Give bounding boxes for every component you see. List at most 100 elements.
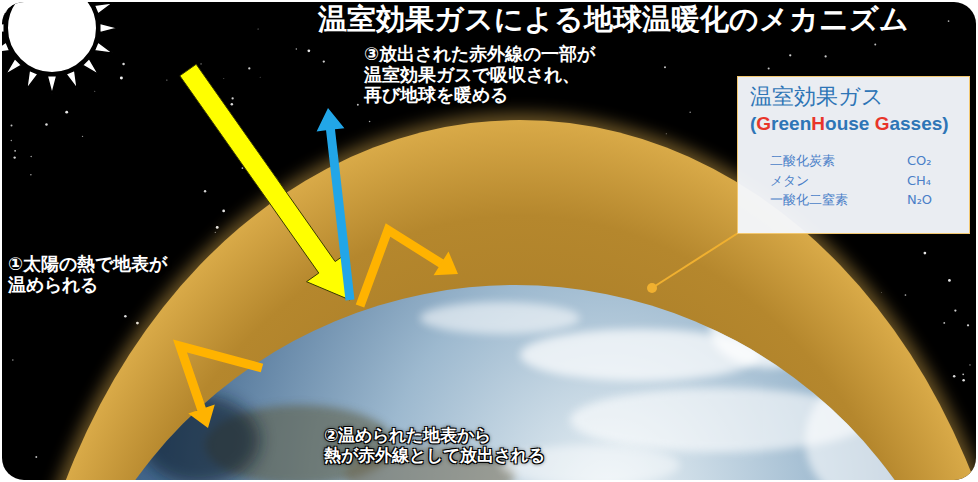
star [248, 67, 250, 69]
star [30, 174, 32, 176]
star [943, 322, 945, 324]
letter: e [789, 113, 800, 134]
letter: r [771, 113, 778, 134]
star [231, 97, 233, 99]
sun-ray [27, 70, 38, 89]
star [768, 67, 770, 69]
star [231, 103, 234, 106]
sun-ray [94, 42, 113, 53]
letter: e [859, 113, 870, 134]
star [11, 124, 13, 126]
star [924, 252, 927, 255]
star [874, 43, 876, 45]
star [259, 76, 261, 78]
cloud [710, 292, 830, 368]
letter: ( [750, 113, 756, 134]
star [905, 294, 907, 296]
step-caption: ①太陽の熱で地表が 温められる [8, 254, 223, 295]
star [357, 104, 359, 106]
star [82, 136, 83, 137]
star [689, 112, 690, 113]
sun-ray [94, 3, 113, 14]
infrared-arrow [180, 346, 262, 410]
letter: s [848, 113, 859, 134]
table-cell: CO₂ [907, 152, 955, 170]
star [11, 140, 12, 141]
letter: o [825, 113, 837, 134]
table-cell: CH₄ [907, 172, 955, 190]
letter: s [932, 113, 943, 134]
table-cell: メタン [770, 172, 871, 190]
letter: s [911, 113, 922, 134]
star [296, 48, 298, 50]
star [30, 156, 31, 157]
star [664, 66, 666, 68]
table-cell: 二酸化炭素 [770, 152, 871, 170]
table-cell: N₂O [907, 191, 955, 209]
arrow-head [434, 252, 458, 276]
sun-disc [7, 2, 97, 73]
star [216, 226, 219, 229]
table-cell: 一酸化二窒素 [770, 191, 871, 209]
star [35, 456, 37, 458]
step-caption: ②温められた地表から 熱が赤外線として放出される [324, 426, 569, 465]
star [13, 156, 15, 158]
star [962, 379, 965, 382]
sun-ray [66, 70, 77, 89]
letter: s [900, 113, 911, 134]
leader-line [652, 233, 738, 288]
sunlight-arrow [180, 64, 350, 300]
letter [869, 113, 874, 134]
box-heading: 温室効果ガス [750, 83, 955, 112]
sun-ray [100, 23, 118, 33]
radiation-arrows [180, 64, 458, 428]
star [242, 167, 244, 169]
star [124, 315, 127, 318]
sun-ray [2, 3, 10, 14]
sun-ray [2, 42, 10, 53]
diagram-title: 温室効果ガスによる地球温暖化のメカニズム [318, 3, 909, 36]
star [948, 20, 950, 22]
letter: u [837, 113, 849, 134]
letter: H [811, 113, 825, 134]
letter: e [779, 113, 790, 134]
star [200, 63, 201, 64]
star [948, 279, 951, 282]
star [962, 373, 964, 375]
star [215, 232, 216, 233]
earth [45, 285, 976, 480]
star [323, 60, 325, 62]
sun-ray [5, 58, 21, 74]
star [969, 364, 970, 365]
star [222, 210, 225, 213]
star [45, 123, 48, 126]
letter: ) [942, 113, 948, 134]
star [14, 150, 16, 152]
star [307, 49, 310, 52]
earth-surface [140, 292, 915, 480]
star [122, 63, 124, 65]
star [166, 79, 167, 80]
letter: G [875, 113, 890, 134]
star [967, 324, 969, 326]
box-subheading: (GreenHouse Gasses) [750, 112, 955, 137]
star [881, 292, 883, 294]
atmosphere-glow [8, 113, 976, 480]
letter: e [921, 113, 932, 134]
sun-ray [82, 58, 98, 74]
star [954, 309, 956, 311]
gas-legend-box: 温室効果ガス(GreenHouse Gasses)二酸化炭素CO₂メタンCH₄一… [737, 76, 970, 234]
cloud [420, 302, 580, 334]
star [136, 322, 139, 325]
star [94, 91, 95, 92]
letter: n [800, 113, 812, 134]
cloud [805, 380, 915, 480]
escaping-infrared-arrow [317, 108, 355, 301]
star [825, 55, 827, 57]
star [258, 28, 259, 29]
star [204, 190, 206, 192]
gas-table: 二酸化炭素 CO₂ メタン CH₄ 一酸化二窒素 N₂O [770, 152, 955, 209]
star [666, 133, 667, 134]
star [223, 77, 225, 79]
